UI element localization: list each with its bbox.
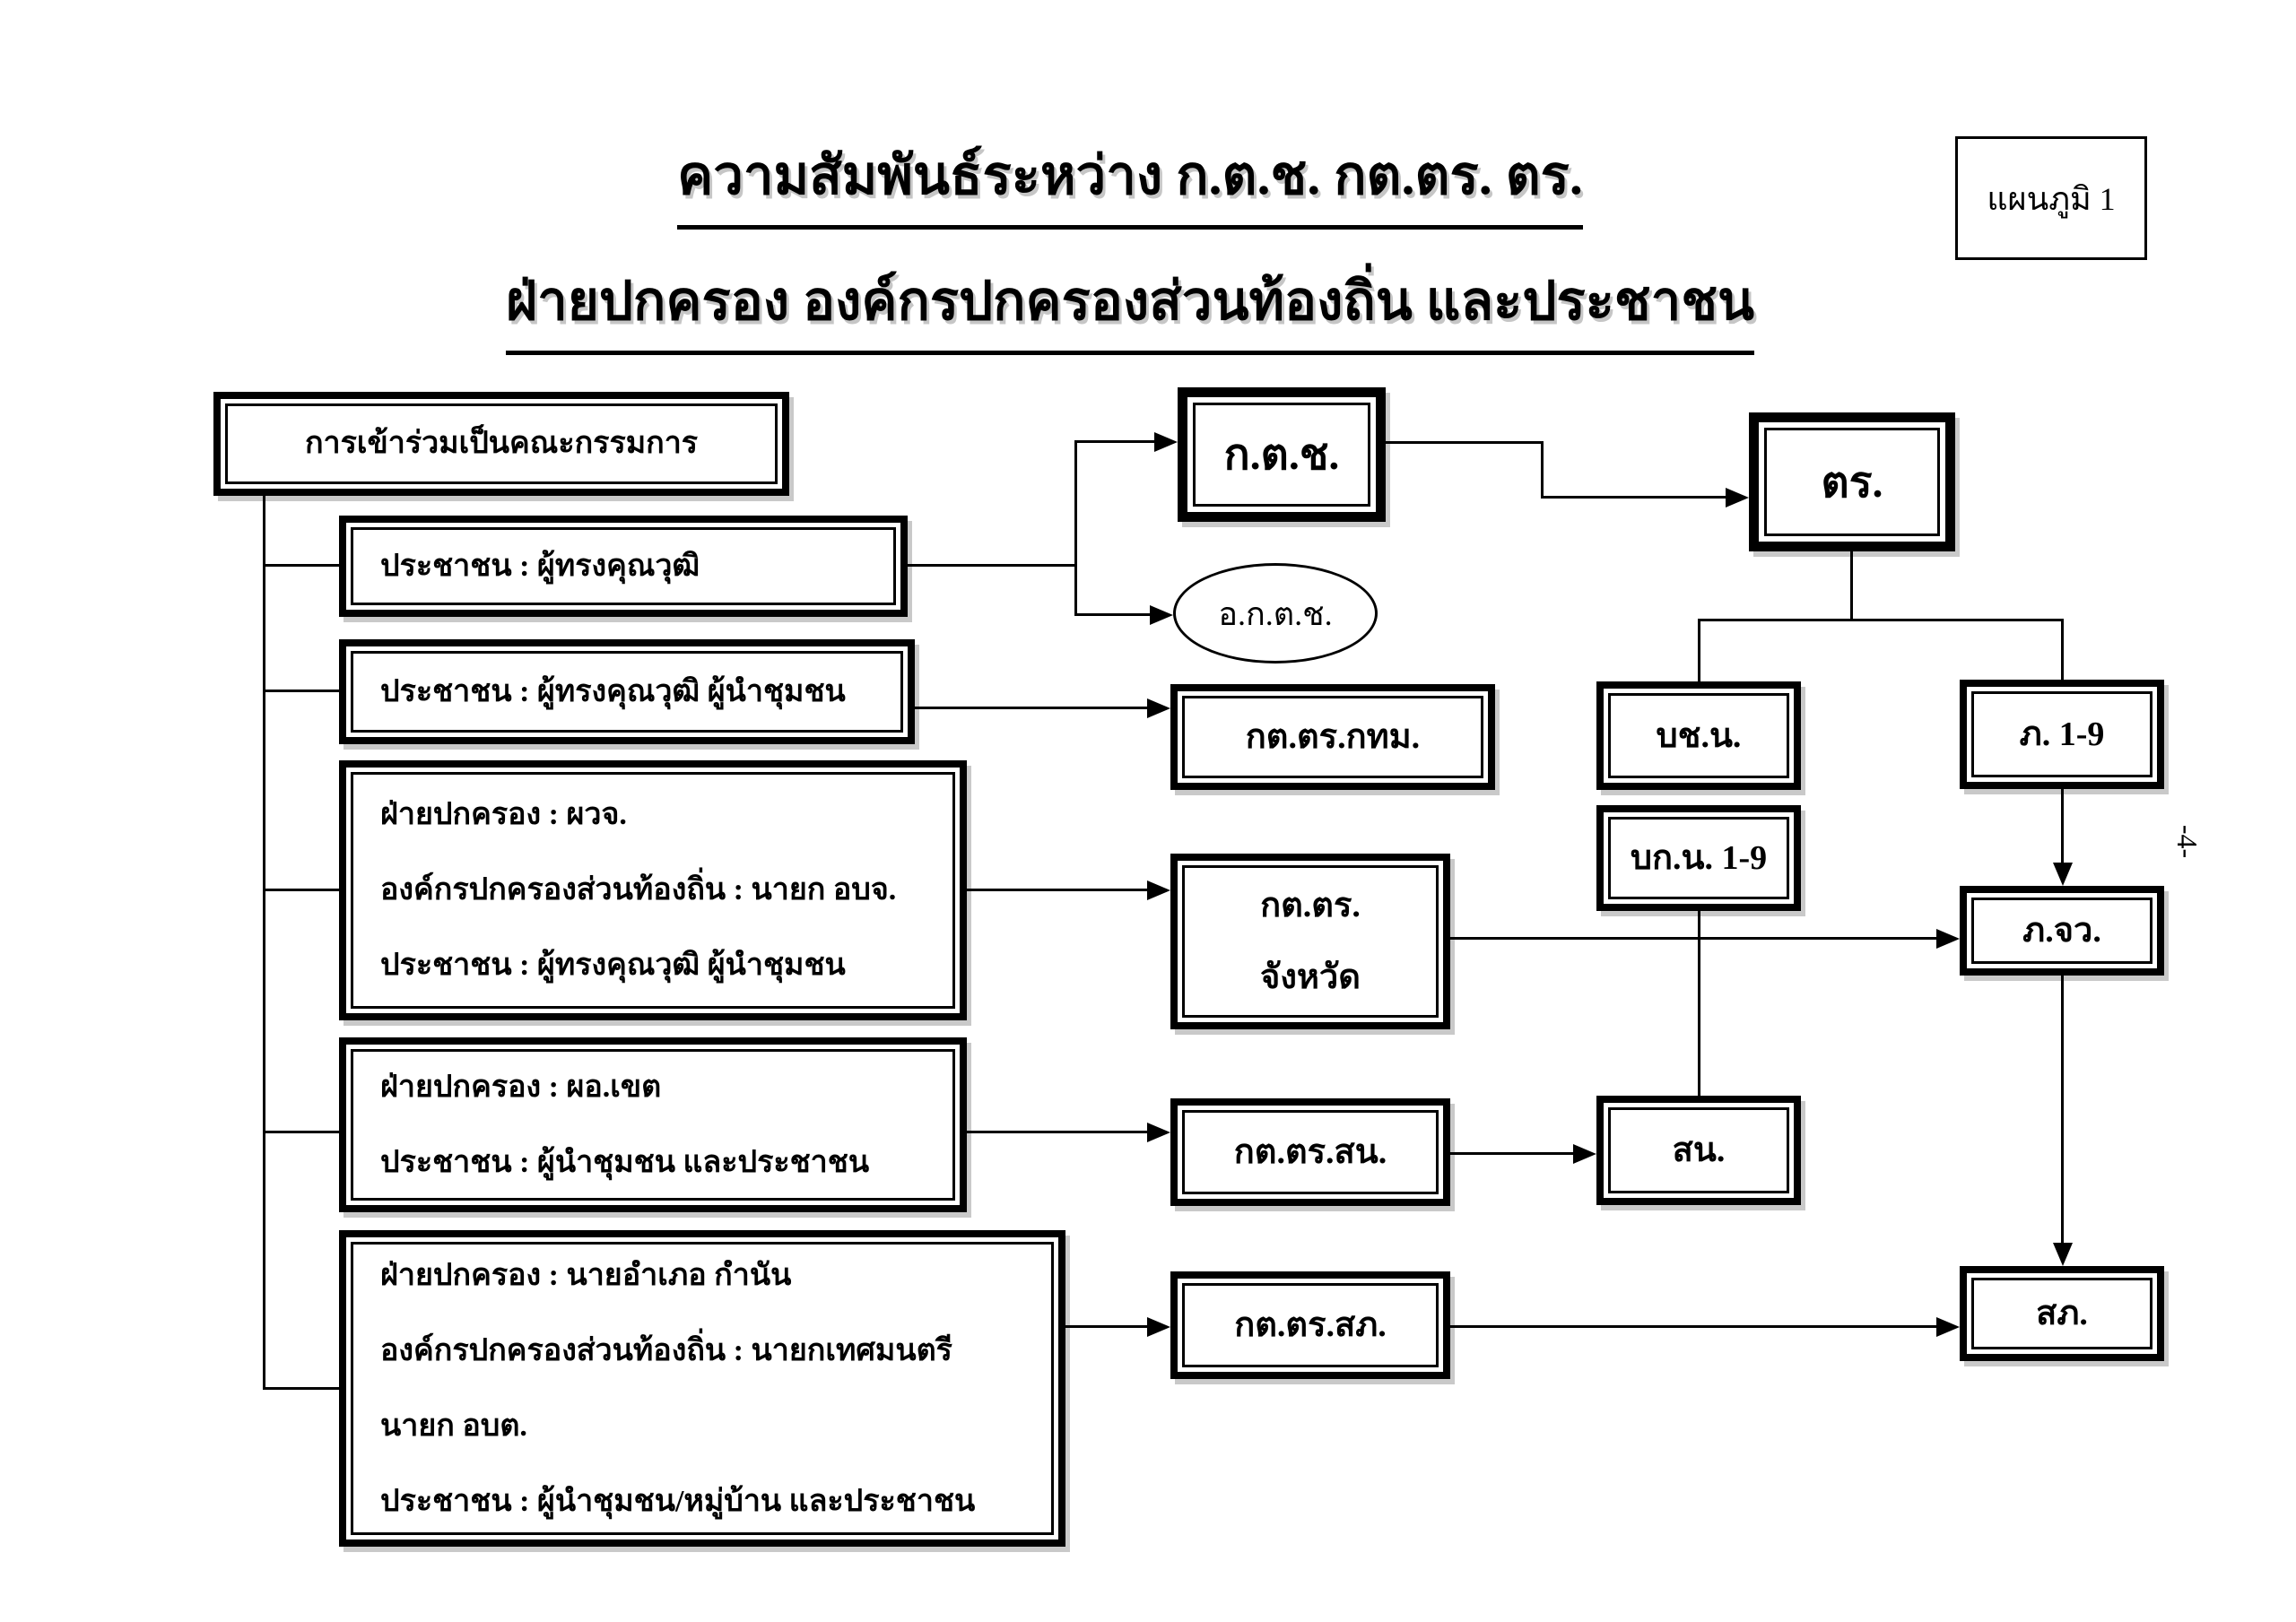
connector-branch-box5 [263, 1131, 339, 1133]
connector-tr-branch [1698, 619, 2064, 621]
title-text-1: ความสัมพันธ์ระหว่าง ก.ต.ช. กต.ตร. ตร. [677, 133, 1583, 230]
node-ph19-label: ภ. 1-9 [2019, 716, 2105, 753]
box-district-level-members: ฝ่ายปกครอง : ผอ.เขต ประชาชน : ผู้นำชุมชน… [339, 1037, 967, 1212]
subdistrict-members-line-1: ฝ่ายปกครอง : นายอำเภอ กำนัน [380, 1258, 792, 1292]
connector-trunk [263, 496, 265, 1390]
node-ktt-sn-label: กต.ตร.สน. [1233, 1133, 1387, 1171]
page-title-line-2: ฝ่ายปกครอง องค์กรปกครองส่วนท้องถิ่น และป… [269, 258, 1991, 355]
subdistrict-members-line-2: องค์กรปกครองส่วนท้องถิ่น : นายกเทศมนตรี [380, 1333, 952, 1367]
connector-ktt-province-to-phjw [1450, 937, 1938, 940]
district-members-line-2: ประชาชน : ผู้นำชุมชน และประชาชน [380, 1145, 870, 1179]
node-phjw-label: ภ.จว. [2022, 912, 2101, 950]
arrowhead-into-ktt-sn [1147, 1123, 1170, 1142]
connector-ktt-sn-to-sn [1450, 1152, 1575, 1155]
node-bchn: บช.น. [1596, 681, 1801, 790]
title-text-2: ฝ่ายปกครอง องค์กรปกครองส่วนท้องถิ่น และป… [505, 258, 1755, 355]
arrowhead-into-ktt-bkk [1147, 698, 1170, 718]
connector-box3-to-ktt-bkk [915, 707, 1147, 709]
connector-box6-to-ktt-sph [1065, 1325, 1149, 1328]
arrowhead-into-ktch [1154, 432, 1178, 452]
connector-branch-box2 [263, 564, 339, 567]
connector-split-vertical [1074, 440, 1077, 616]
chart-number-label: แผนภูมิ 1 [1987, 180, 2116, 217]
connector-ktch-out [1386, 441, 1544, 444]
arrowhead-into-ktt-sph [1147, 1317, 1170, 1337]
box-people-qualified: ประชาชน : ผู้ทรงคุณวุฒิ [339, 516, 908, 617]
node-aktch-label: อ.ก.ต.ช. [1218, 595, 1333, 632]
box-province-level-members: ฝ่ายปกครอง : ผวจ. องค์กรปกครองส่วนท้องถิ… [339, 760, 967, 1020]
box-people-qualified-community-line: ประชาชน : ผู้ทรงคุณวุฒิ ผู้นำชุมชน [380, 674, 846, 708]
node-ktt-sn: กต.ตร.สน. [1170, 1098, 1450, 1206]
node-ktt-bkk-label: กต.ตร.กทม. [1245, 718, 1421, 756]
box-people-qualified-line: ประชาชน : ผู้ทรงคุณวุฒิ [380, 549, 700, 583]
box-subdistrict-level-members: ฝ่ายปกครอง : นายอำเภอ กำนัน องค์กรปกครอง… [339, 1230, 1065, 1547]
node-ktch: ก.ต.ช. [1178, 387, 1386, 522]
page-title-line-1: ความสัมพันธ์ระหว่าง ก.ต.ช. กต.ตร. ตร. [269, 133, 1991, 230]
province-members-line-1: ฝ่ายปกครอง : ผวจ. [380, 798, 627, 831]
connector-to-aktch [1074, 613, 1150, 616]
connector-ktt-sph-to-sph [1450, 1325, 1938, 1328]
district-members-line-1: ฝ่ายปกครอง : ผอ.เขต [380, 1070, 662, 1104]
connector-branch-box4 [263, 889, 339, 891]
chart-number-box: แผนภูมิ 1 [1955, 136, 2147, 260]
arrowhead-into-phjw-left [1936, 929, 1960, 949]
node-ktt-sph: กต.ตร.สภ. [1170, 1271, 1450, 1379]
node-ph19: ภ. 1-9 [1960, 680, 2164, 789]
arrowhead-into-tr [1726, 488, 1749, 507]
node-sph: สภ. [1960, 1266, 2164, 1361]
node-bkn19: บก.น. 1-9 [1596, 805, 1801, 911]
node-ktt-province-line-2: จังหวัด [1260, 958, 1361, 996]
connector-box5-to-ktt-sn [967, 1131, 1149, 1133]
arrowhead-into-ktt-province [1147, 880, 1170, 900]
province-members-line-3: ประชาชน : ผู้ทรงคุณวุฒิ ผู้นำชุมชน [380, 949, 846, 982]
node-tr: ตร. [1749, 412, 1955, 551]
node-ktt-bkk: กต.ตร.กทม. [1170, 684, 1495, 790]
box-people-qualified-community: ประชาชน : ผู้ทรงคุณวุฒิ ผู้นำชุมชน [339, 639, 915, 744]
box-committee-participation-label: การเข้าร่วมเป็นคณะกรรมการ [304, 427, 699, 460]
page-number: -4- [2171, 824, 2205, 859]
arrowhead-into-sph-top [2053, 1243, 2073, 1266]
arrowhead-into-aktch [1150, 605, 1173, 625]
connector-box4-to-ktt-province [967, 889, 1149, 891]
subdistrict-members-line-4: ประชาชน : ผู้นำชุมชน/หมู่บ้าน และประชาชน [380, 1484, 976, 1518]
connector-branch-to-bchn [1698, 619, 1700, 681]
box-committee-participation: การเข้าร่วมเป็นคณะกรรมการ [213, 392, 789, 496]
connector-branch-to-ph19 [2061, 619, 2064, 680]
node-ktt-province: กต.ตร. จังหวัด [1170, 854, 1450, 1029]
node-ktt-province-line-1: กต.ตร. [1260, 887, 1361, 924]
connector-box2-out [908, 564, 1077, 567]
node-tr-label: ตร. [1821, 458, 1883, 507]
connector-to-tr [1541, 496, 1726, 499]
node-sn: สน. [1596, 1096, 1801, 1205]
node-aktch-ellipse: อ.ก.ต.ช. [1173, 563, 1378, 664]
connector-to-ktch [1074, 440, 1154, 443]
node-sn-label: สน. [1672, 1132, 1726, 1169]
connector-phjw-to-sph [2061, 976, 2064, 1245]
province-members-line-2: องค์กรปกครองส่วนท้องถิ่น : นายก อบจ. [380, 873, 897, 906]
arrowhead-into-phjw-top [2053, 863, 2073, 886]
connector-branch-box6 [263, 1387, 339, 1390]
connector-ktch-step [1541, 441, 1544, 499]
connector-branch-box3 [263, 690, 339, 692]
node-ktt-sph-label: กต.ตร.สภ. [1234, 1306, 1387, 1344]
node-bkn19-label: บก.น. 1-9 [1630, 839, 1768, 877]
connector-ph19-to-phjw [2061, 789, 2064, 864]
node-sph-label: สภ. [2036, 1295, 2088, 1332]
node-bchn-label: บช.น. [1656, 716, 1742, 755]
arrowhead-into-sn [1573, 1144, 1596, 1164]
connector-bkn19-to-sn [1698, 911, 1700, 1096]
subdistrict-members-line-3: นายก อบต. [380, 1409, 527, 1443]
node-phjw: ภ.จว. [1960, 886, 2164, 976]
node-ktch-label: ก.ต.ช. [1223, 431, 1340, 479]
connector-tr-down [1850, 551, 1853, 620]
arrowhead-into-sph-left [1936, 1317, 1960, 1337]
